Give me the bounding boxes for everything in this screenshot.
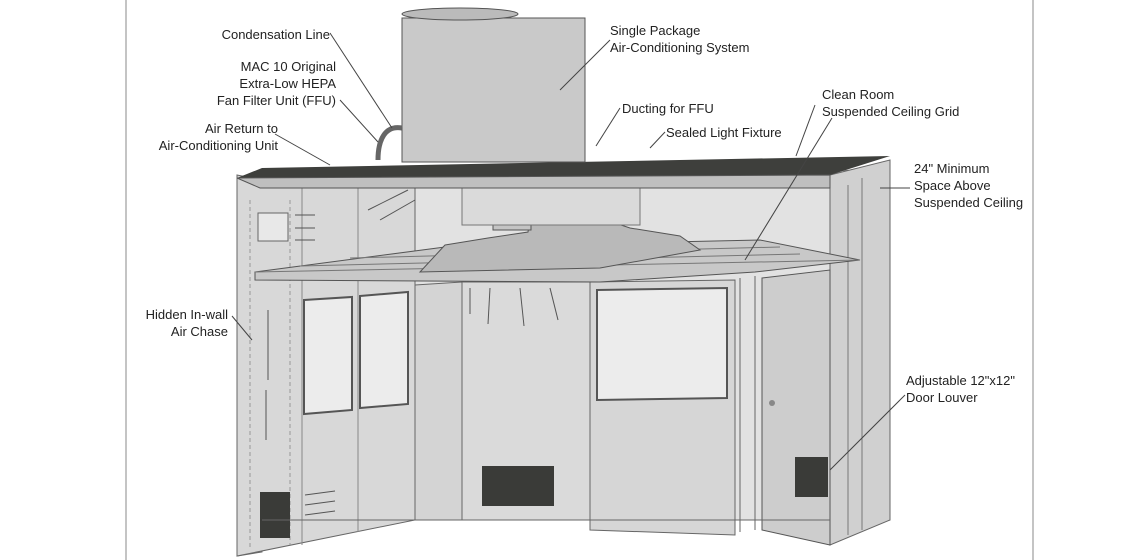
ac-fan-top <box>401 7 519 21</box>
chase-louver <box>260 492 290 538</box>
ffu-unit <box>461 185 641 226</box>
door-louver <box>795 457 828 497</box>
roof <box>237 156 890 178</box>
door <box>761 269 831 546</box>
label-ac-system: Single Package Air-Conditioning System <box>610 23 750 55</box>
door-handle <box>769 400 775 406</box>
window-left-1 <box>303 295 353 416</box>
roof-edge <box>236 174 831 189</box>
center-louver <box>482 466 554 506</box>
label-space-above: 24" Minimum Space Above Suspended Ceilin… <box>914 161 1024 210</box>
label-ceiling-grid: Clean Room Suspended Ceiling Grid <box>822 87 960 119</box>
label-light-fixture: Sealed Light Fixture <box>666 125 782 140</box>
ac-unit-front <box>401 17 586 163</box>
front-center-wall <box>414 281 463 521</box>
airflow-arrows <box>265 189 559 516</box>
label-door-louver: Adjustable 12"x12" Door Louver <box>906 373 1015 405</box>
window-right <box>596 286 728 402</box>
leader-lines <box>231 32 910 471</box>
label-hidden-air-chase: Hidden In-wall Air Chase <box>145 307 228 339</box>
label-ducting: Ducting for FFU <box>622 101 714 116</box>
label-condensation-line: Condensation Line <box>221 27 330 42</box>
label-ffu: MAC 10 Original Extra-Low HEPA Fan Filte… <box>216 59 336 108</box>
right-side-wall <box>829 159 891 546</box>
upper-grille <box>257 212 289 242</box>
ducting <box>418 217 702 273</box>
condensation-pipe <box>375 125 403 161</box>
window-left-2 <box>359 290 409 410</box>
label-air-return: Air Return to Air-Conditioning Unit <box>158 121 278 153</box>
